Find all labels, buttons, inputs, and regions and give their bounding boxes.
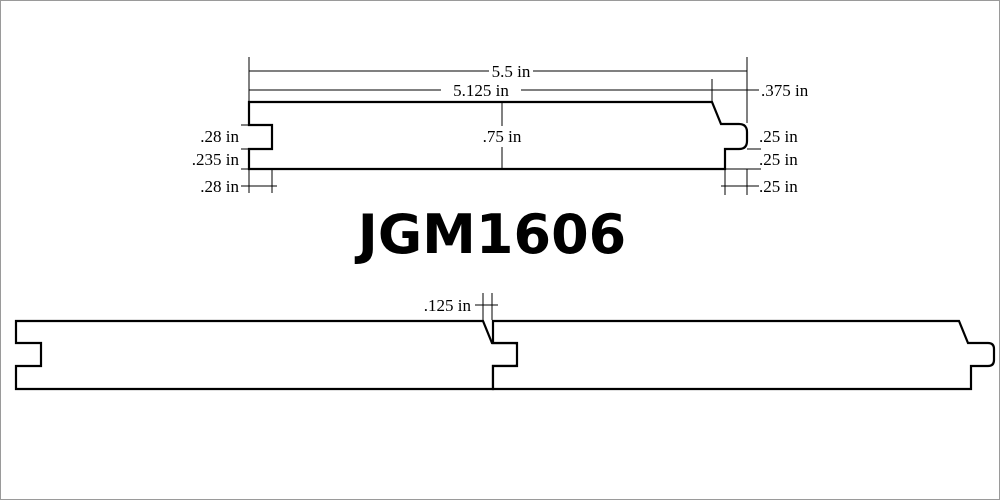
board-profile-right [491, 319, 996, 391]
dim-overall-width: 5.5 in [248, 57, 748, 123]
label-groove-height: .235 in [192, 150, 240, 169]
dim-joint-gap: .125 in [424, 293, 498, 320]
label-joint-gap: .125 in [424, 296, 472, 315]
board-profile-left [14, 319, 523, 391]
label-tongue-height: .25 in [759, 150, 798, 169]
label-overall-width: 5.5 in [492, 62, 531, 81]
label-tongue-offset-bottom: .25 in [759, 177, 798, 196]
label-face-width: 5.125 in [453, 81, 509, 100]
label-tongue-length: .375 in [761, 81, 809, 100]
label-tongue-offset-top: .25 in [759, 127, 798, 146]
dim-tongue-length: .375 in [712, 81, 809, 100]
board-profile-single [247, 100, 749, 171]
dim-thickness: .75 in [483, 102, 522, 169]
dim-tongue: .25 in .25 in .25 in [721, 127, 798, 196]
dim-face-width: 5.125 in [249, 79, 713, 101]
label-thickness: .75 in [483, 127, 522, 146]
label-groove-depth-bottom: .28 in [200, 177, 239, 196]
dim-groove: .28 in .235 in .28 in [192, 124, 277, 196]
product-code-title: JGM1606 [354, 203, 626, 266]
label-groove-depth-top: .28 in [200, 127, 239, 146]
